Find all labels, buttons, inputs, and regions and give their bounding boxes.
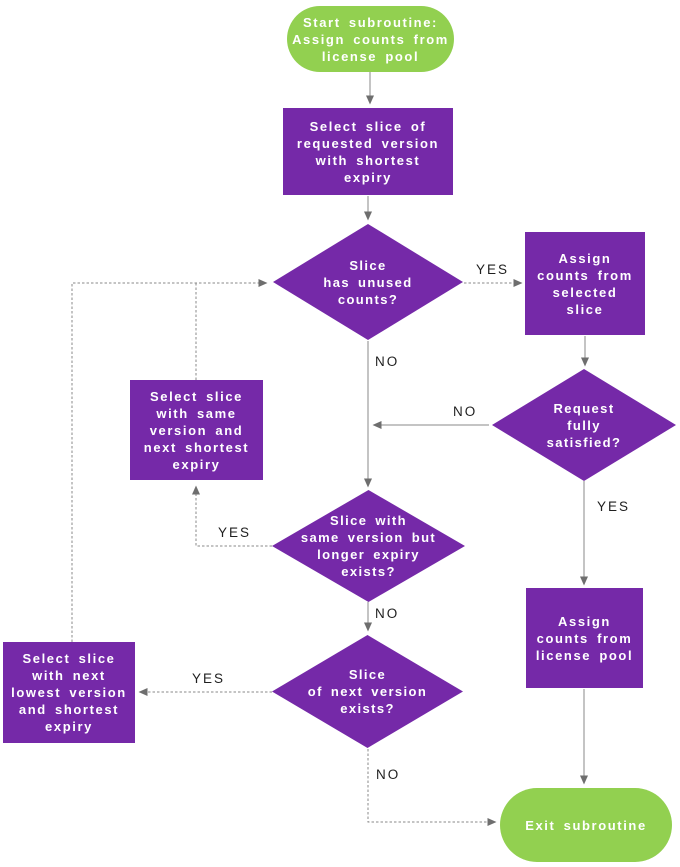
assign-from-selected-slice-node: Assign counts from selected slice (525, 232, 645, 335)
start-node: Start subroutine: Assign counts from lic… (287, 6, 454, 72)
edge-select-next-loop-to-unused (71, 279, 268, 642)
exit-node: Exit subroutine (500, 788, 672, 862)
edge-label-no: NO (453, 404, 478, 419)
select-same-version-node: Select slice with same version and next … (130, 380, 263, 480)
edge-nextver-no-to-exit (367, 749, 497, 826)
edge-label-no: NO (375, 354, 400, 369)
edge-label-no: NO (376, 767, 401, 782)
edge-label-yes: YES (476, 262, 510, 277)
select-next-lowest-version-node: Select slice with next lowest version an… (3, 642, 135, 743)
edge-label-yes: YES (192, 671, 226, 686)
edge-label-yes: YES (218, 525, 252, 540)
select-requested-slice-node: Select slice of requested version with s… (283, 108, 453, 195)
edge-label-yes: YES (597, 499, 631, 514)
assign-from-license-pool-node: Assign counts from license pool (526, 588, 643, 688)
edge-label-no: NO (375, 606, 400, 621)
